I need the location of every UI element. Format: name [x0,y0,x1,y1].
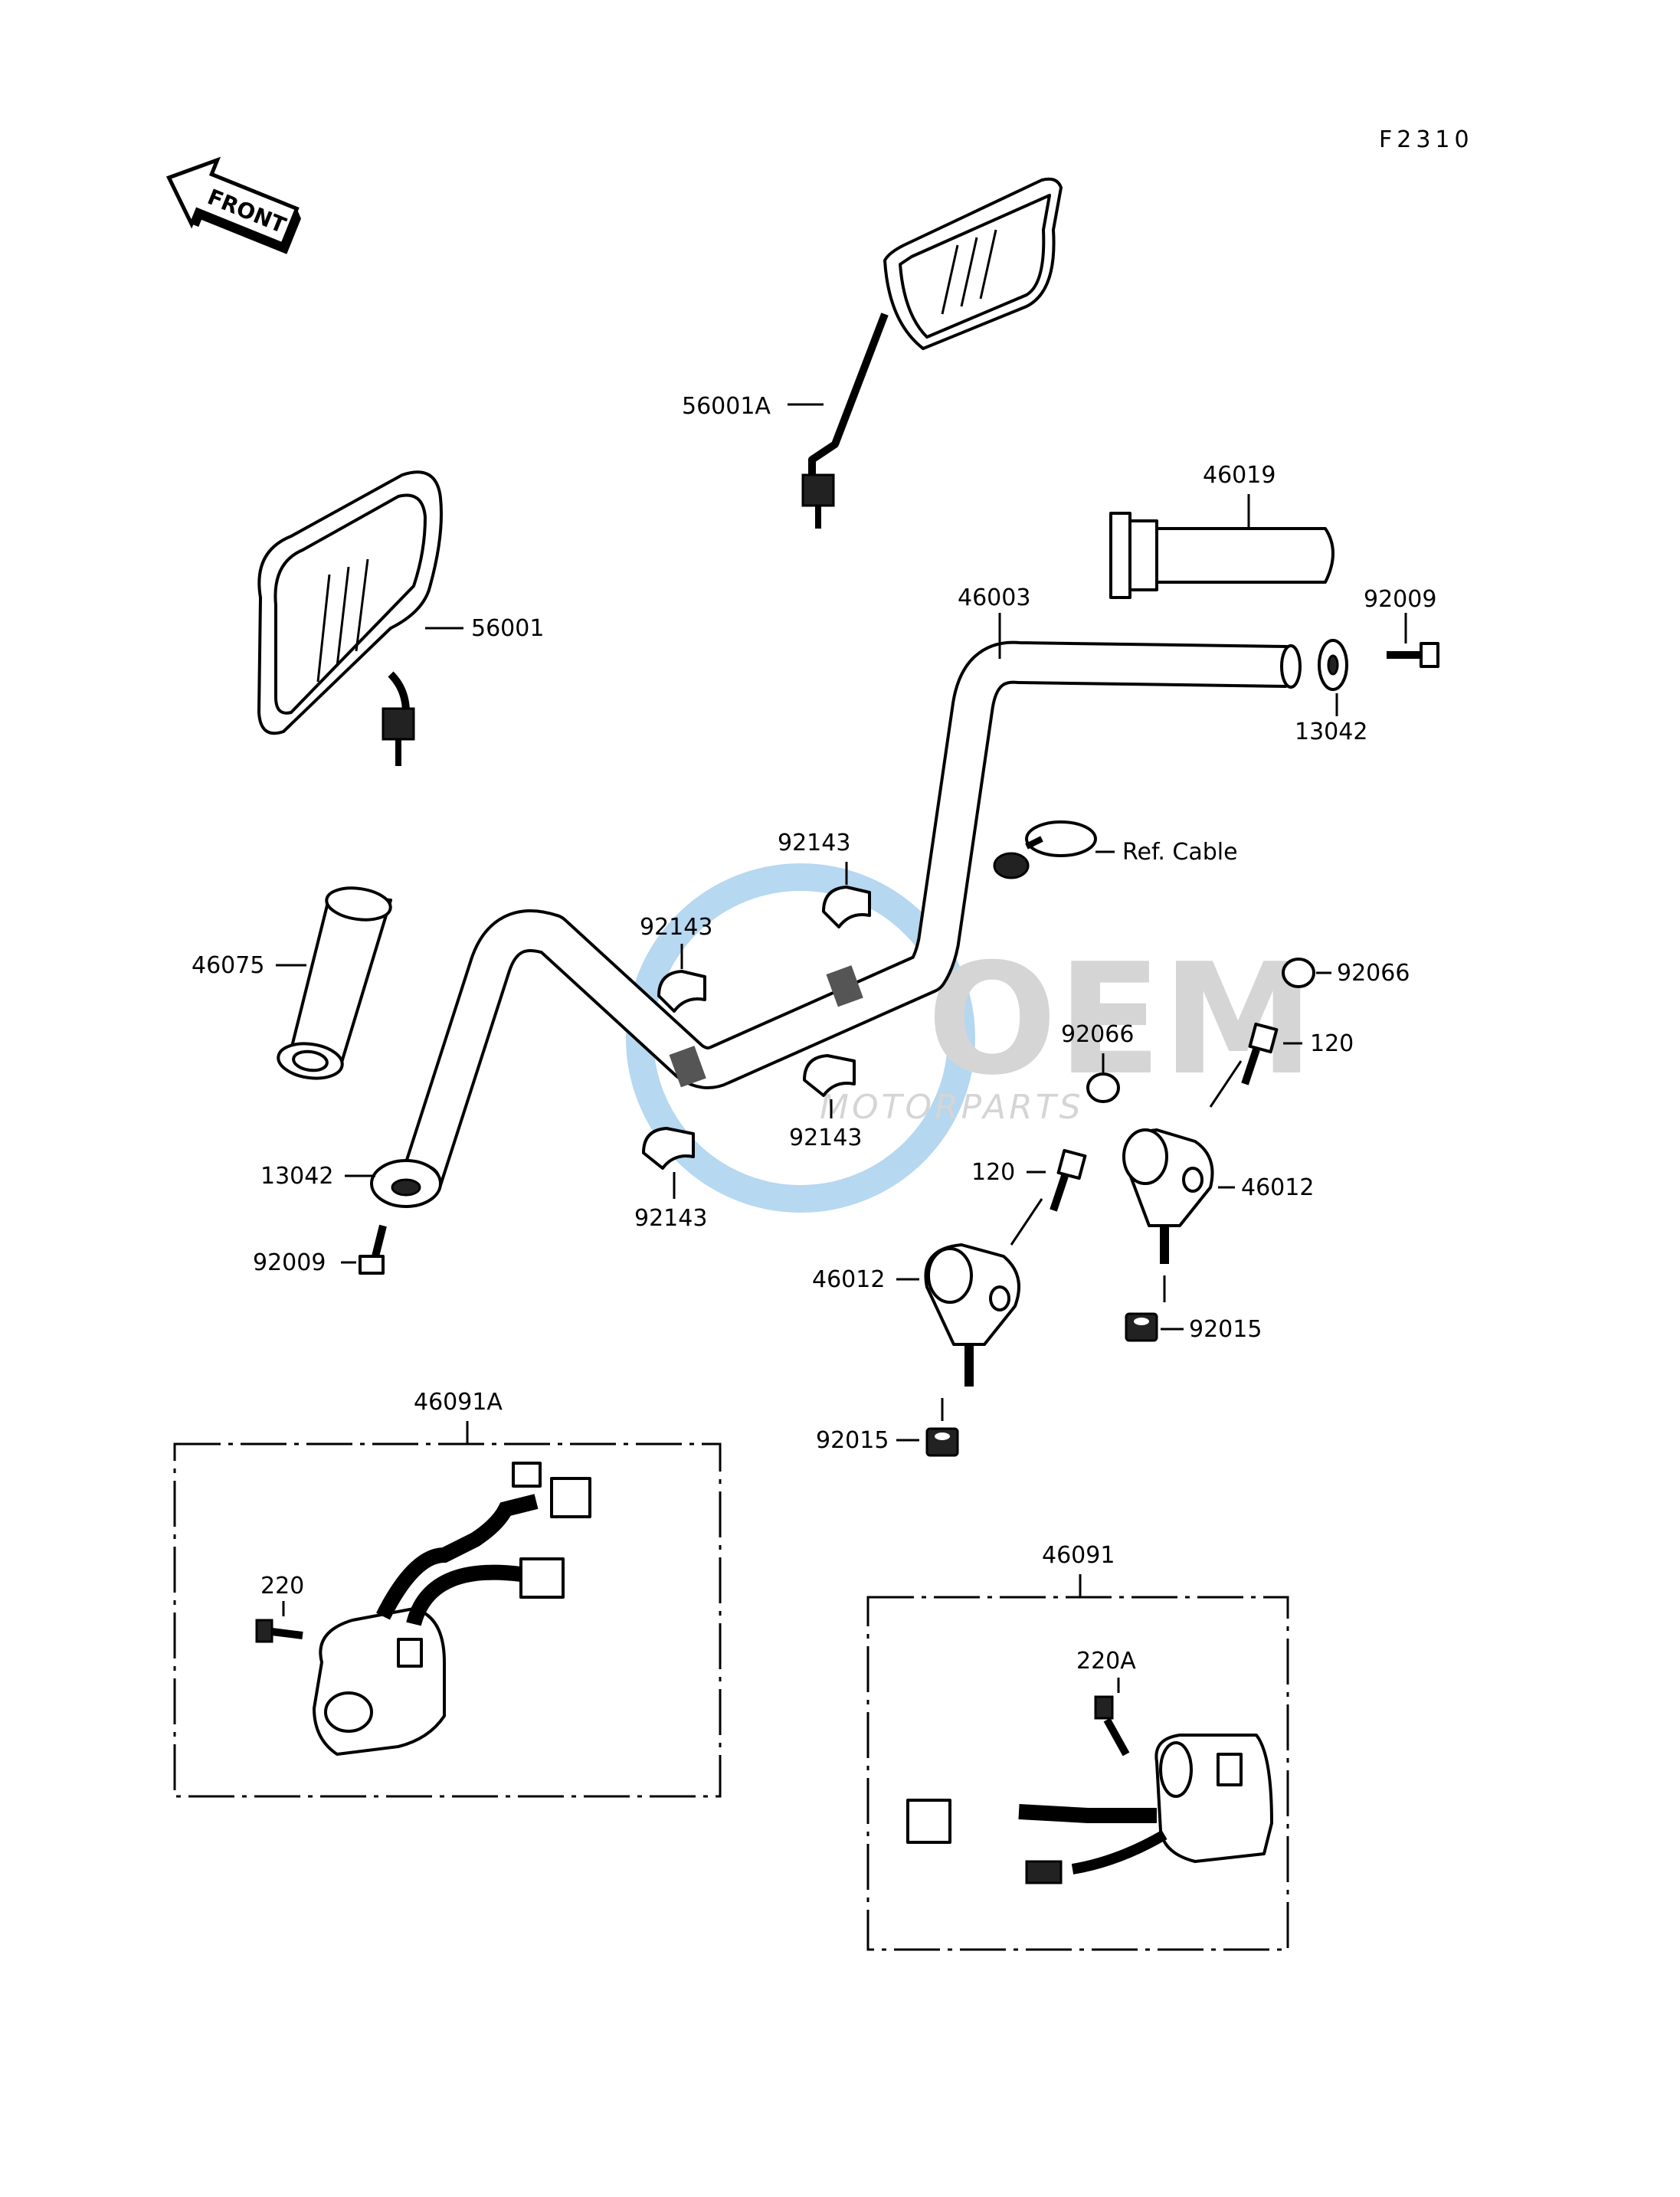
label-46019: 46019 [1203,462,1276,489]
handlebar [401,640,1302,1195]
nut-left [925,1427,959,1457]
weight-right [1318,639,1348,691]
switch-right-frame [866,1596,1289,1951]
watermark-tagline: MOTORPARTS [820,1088,1084,1127]
label-ref-cable: Ref. Cable [1122,839,1238,866]
collar-lower-right [803,1054,856,1097]
label-92143-upper-right: 92143 [778,830,850,856]
label-13042-right: 13042 [1295,719,1367,745]
label-13042-left: 13042 [260,1163,333,1190]
label-46091: 46091 [1042,1542,1115,1569]
label-92143-lower-left: 92143 [634,1205,707,1232]
left-grip [277,886,392,1080]
collar-upper-left [657,970,706,1013]
weight-left [370,1159,442,1208]
label-220A: 220A [1076,1648,1136,1675]
label-92015-right: 92015 [1189,1316,1262,1343]
label-46091A: 46091A [414,1389,503,1416]
label-92009-right: 92009 [1364,586,1436,613]
cap-upper [1282,958,1315,988]
watermark-brand: OEM [927,931,1315,1109]
label-120-upper: 120 [1310,1030,1354,1057]
mirror-right [801,177,1063,529]
leader-line [1010,1198,1043,1246]
label-120-lower: 120 [971,1159,1015,1186]
cable-clamp [993,820,1097,879]
switch-left [313,1462,591,1756]
label-92015-left: 92015 [816,1427,889,1454]
holder-right [1122,1128,1214,1264]
diagram-code: F2310 [1379,126,1474,153]
bolt-left-end [359,1224,387,1275]
label-220: 220 [260,1573,304,1599]
leader-line [1209,1060,1243,1108]
switch-left-screw [255,1619,303,1643]
switch-left-frame [173,1442,722,1798]
label-46075: 46075 [192,952,264,979]
bolt-120-lower [1050,1148,1087,1212]
label-46012-right: 46012 [1241,1174,1314,1201]
collar-lower-left [642,1127,695,1170]
label-92066-lower: 92066 [1061,1021,1134,1048]
label-92009-left: 92009 [253,1249,326,1276]
bolt-right-end [1387,642,1439,668]
throttle-grip [1109,512,1335,599]
collar-upper-right [822,886,871,928]
label-46012-left: 46012 [812,1266,885,1293]
mirror-left [257,470,443,766]
label-56001: 56001 [471,615,544,642]
label-92143-upper-left: 92143 [640,914,712,941]
switch-right-screw [1094,1695,1130,1757]
cap-lower [1086,1072,1120,1103]
bolt-120-upper [1241,1022,1279,1085]
nut-right [1125,1312,1158,1342]
front-arrow-icon: FRONT [165,156,301,254]
label-92066-upper: 92066 [1337,960,1410,987]
label-46003: 46003 [958,584,1030,611]
label-56001A: 56001A [682,393,771,420]
holder-left [924,1243,1020,1387]
label-92143-lower-right: 92143 [789,1125,862,1151]
switch-right [906,1734,1273,1884]
